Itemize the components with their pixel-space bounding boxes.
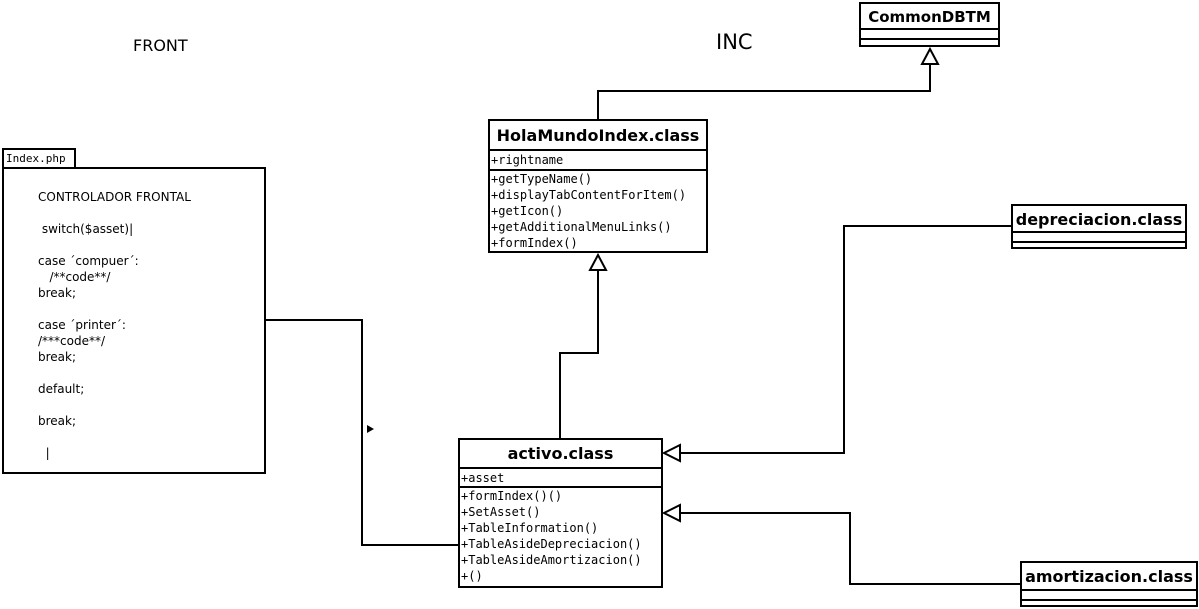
class-commondbtm[interactable]: CommonDBTM [859, 2, 1000, 47]
attribute: +rightname [491, 153, 564, 167]
method: +SetAsset() [461, 505, 541, 519]
code-line: case ´compuer´: [38, 254, 139, 268]
code-line: /***code**/ [38, 334, 106, 348]
method: +getTypeName() [491, 172, 593, 186]
class-activo[interactable]: activo.class +asset +formIndex()() +SetA… [458, 438, 663, 588]
code-line: default; [38, 382, 85, 396]
method: +TableInformation() [461, 521, 599, 535]
code-line: break; [38, 286, 77, 300]
code-line: /**code**/ [38, 270, 111, 284]
code-line: switch($asset)| [38, 222, 134, 236]
code-line: case ´printer´: [38, 318, 126, 332]
method: +() [461, 569, 483, 583]
class-methods [1013, 243, 1185, 251]
class-methods: +getTypeName() +displayTabContentForItem… [490, 171, 706, 251]
class-attributes: +rightname [490, 151, 706, 171]
code-line: break; [38, 414, 77, 428]
class-methods: +formIndex()() +SetAsset() +TableInforma… [460, 488, 661, 584]
front-label: FRONT [133, 36, 188, 55]
depreciacion-to-activo-line [680, 225, 1011, 454]
attribute: +asset [461, 471, 505, 485]
common-inheritance-arrow [920, 46, 940, 65]
class-attributes [1022, 591, 1196, 601]
class-methods [861, 40, 998, 48]
code-line: break; [38, 350, 77, 364]
class-attributes [861, 30, 998, 40]
hola-inheritance-arrow [588, 252, 608, 271]
class-title: depreciacion.class [1013, 206, 1185, 233]
method: +TableAsideAmortizacion() [461, 553, 642, 567]
amortizacion-to-activo-line [680, 512, 1020, 585]
class-title: amortizacion.class [1022, 563, 1196, 591]
class-depreciacion[interactable]: depreciacion.class [1011, 204, 1187, 249]
code-line: CONTROLADOR FRONTAL [38, 190, 191, 204]
class-title: activo.class [460, 440, 661, 469]
class-holamundoindex[interactable]: HolaMundoIndex.class +rightname +getType… [488, 119, 708, 253]
method: +TableAsideDepreciacion() [461, 537, 642, 551]
class-amortizacion[interactable]: amortizacion.class [1020, 561, 1198, 607]
activo-to-hola-line [559, 270, 599, 438]
class-title: HolaMundoIndex.class [490, 121, 706, 151]
class-attributes: +asset [460, 469, 661, 488]
method: +formIndex()() [461, 489, 563, 503]
method: +formIndex() [491, 236, 578, 250]
package-index-php[interactable]: CONTROLADOR FRONTAL switch($asset)| case… [2, 167, 266, 474]
activo-inheritance-arrow-bottom [661, 503, 681, 523]
hola-to-common-line [597, 64, 931, 119]
method: +displayTabContentForItem() [491, 188, 687, 202]
class-attributes [1013, 233, 1185, 243]
small-arrow-marker [367, 425, 374, 433]
method: +getIcon() [491, 204, 564, 218]
inc-label: INC [716, 30, 753, 54]
index-to-activo-line [266, 319, 458, 546]
class-title: CommonDBTM [861, 4, 998, 30]
code-line: | [38, 446, 50, 460]
method: +getAdditionalMenuLinks() [491, 220, 672, 234]
package-tab-index-php[interactable]: Index.php [2, 148, 76, 168]
activo-inheritance-arrow-top [661, 443, 681, 463]
